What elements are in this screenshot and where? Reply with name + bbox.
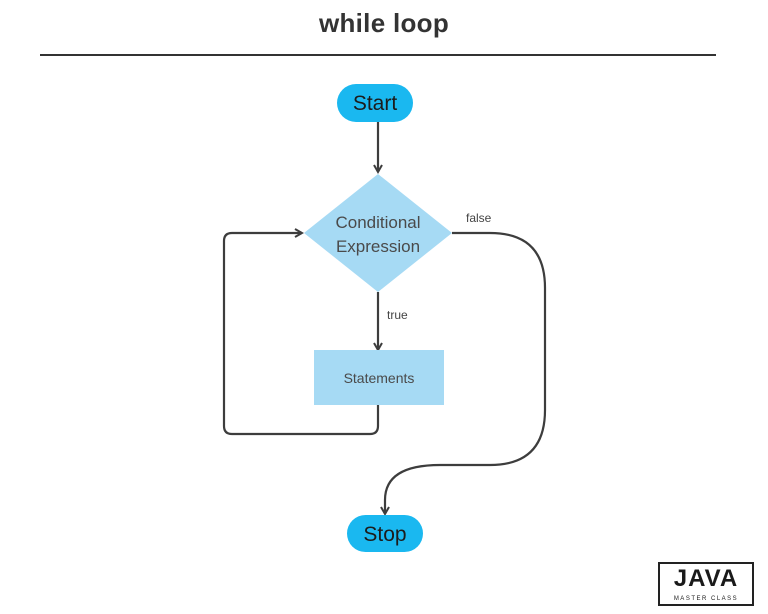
start-node: Start: [337, 84, 413, 122]
java-master-class-logo: JAVA MASTER CLASS: [658, 562, 754, 606]
logo-subtext: MASTER CLASS: [673, 596, 739, 602]
stop-label: Stop: [363, 523, 406, 546]
stop-node: Stop: [347, 515, 423, 552]
page-title: while loop: [318, 8, 450, 38]
start-label: Start: [353, 92, 398, 115]
condition-node: Conditional Expression: [304, 174, 452, 292]
title-divider: [40, 54, 716, 56]
condition-label-line-1: Conditional: [335, 213, 420, 232]
statements-label: Statements: [344, 370, 415, 386]
statements-node: Statements: [314, 350, 444, 405]
edge-loop-back: [222, 233, 380, 436]
edge-label-false: false: [466, 211, 492, 225]
condition-label-line-2: Expression: [336, 237, 420, 256]
logo-text: JAVA: [673, 565, 739, 592]
edge-label-true: true: [387, 308, 408, 322]
edge-condition-to-stop: [385, 231, 547, 514]
